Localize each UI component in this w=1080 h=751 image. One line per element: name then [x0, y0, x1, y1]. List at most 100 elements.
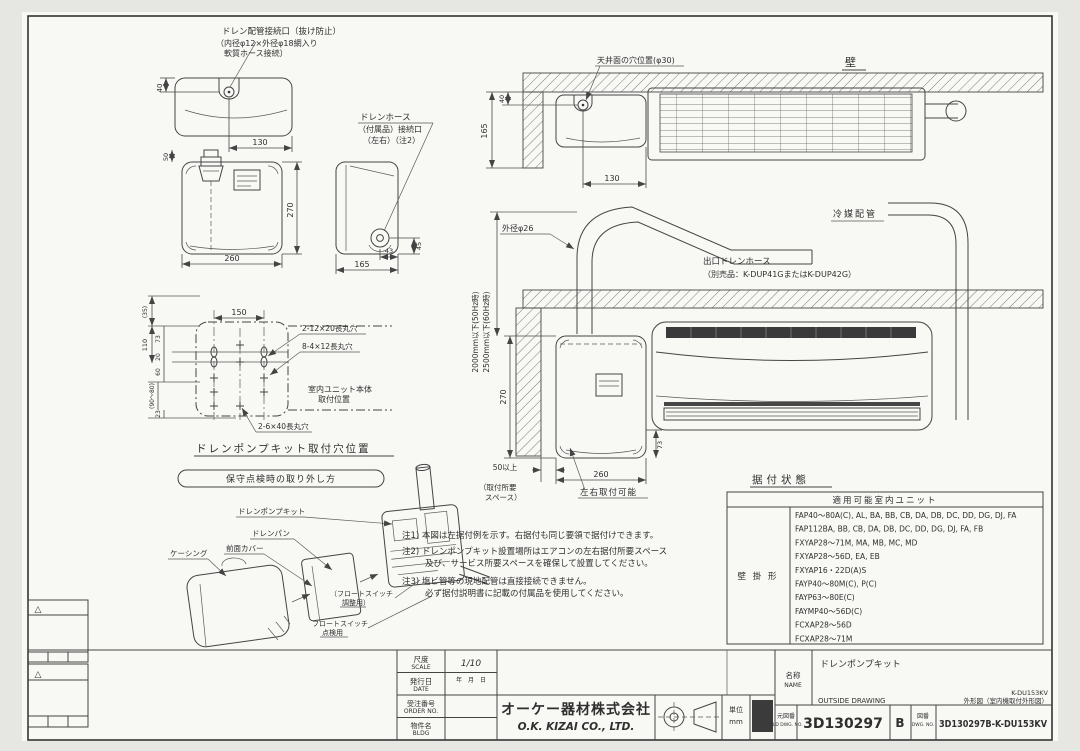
date-label: 発行日 — [410, 676, 433, 686]
dim-side-43: 43 — [385, 247, 393, 255]
model-row: FAP40～80A(C), AL, BA, BB, CB, DA, DB, DC… — [795, 511, 1017, 520]
lift-limit-50hz: 2000mm以下(50Hz時) — [471, 291, 480, 372]
model-row: FAYP63～80E(C) — [795, 593, 855, 602]
dim-ceiling-40: 40 — [498, 95, 506, 103]
label-drain-pump-kit: ドレンポンプキット — [238, 507, 305, 516]
model-row: FCXAP28～56D — [795, 621, 852, 630]
dim-front-270: 270 — [286, 202, 295, 217]
dim-side-165: 165 — [354, 260, 369, 269]
note-3a: 注3) 塩ビ管等の現地配管は直接接続できません。 — [402, 576, 592, 587]
revision-triangle-2: △ — [35, 670, 42, 680]
label-drain-pan: ドレンパン — [252, 529, 290, 538]
old-dwg-no: 3D130297 — [803, 716, 883, 732]
note-3b: 必ず据付説明書に記載の付属品を使用してください。 — [425, 588, 629, 599]
drawing-name: ドレンポンプキット — [820, 659, 901, 670]
model-row: FCXAP28～71M — [795, 634, 852, 643]
dim-20: 20 — [155, 353, 162, 361]
order-no-label: 受注番号 — [407, 699, 435, 708]
table-row-label: 壁 掛 形 — [738, 571, 779, 582]
table-title: 据付状態 — [752, 473, 810, 486]
dim-install-260: 260 — [593, 470, 608, 479]
unit-label: 単位 — [729, 705, 743, 714]
label-float-switch-a2: 調整用） — [342, 598, 370, 607]
note-2b: 及び、サービス所要スペースを確保して設置してください。 — [425, 558, 653, 569]
indoor-unit-position-line1: 室内ユニット本体 — [308, 384, 372, 394]
title-block: 尺度 SCALE 1/10 発行日 DATE 年 月 日 受注番号 ORDER … — [28, 649, 1052, 740]
dim-60: 60 — [155, 368, 162, 376]
label-front-cover: 前面カバー — [226, 543, 264, 553]
hole-marks — [210, 341, 268, 410]
pump-front-view: 50 270 260 — [162, 149, 302, 268]
dim-110: 110 — [141, 339, 149, 351]
model-row: FAYP40～80M(C), P(C) — [795, 580, 877, 589]
dwg-no-label-en: DWG. NO. — [912, 722, 934, 728]
drawing-frame — [27, 15, 1053, 741]
lift-limit-60hz: 2500mm以下(60Hz時) — [482, 291, 491, 372]
hole-callout-a: 2-12×20長丸穴 — [302, 323, 358, 333]
model-row: FXYAP28～56D, EA, EB — [795, 552, 880, 561]
drain-port-note-line2: （内径φ12×外径φ18網入り — [216, 38, 318, 48]
drain-port-note-line1: ドレン配管接続口（抜け防止） — [222, 26, 341, 37]
drawing-type-jp: 外形図（室内機取付外形図） — [964, 696, 1049, 705]
exploded-view: 保守点検時の取り外し方 ドレンポンプキット ドレンパン 前面カバー — [168, 463, 490, 648]
model-row: FAYMP40～56D(C) — [795, 607, 862, 616]
dwg-no-label: 図番 — [917, 713, 929, 720]
label-float-switch-b2: 点検用 — [322, 628, 343, 637]
hole-callout-c: 2-6×40長丸穴 — [258, 421, 309, 431]
applicable-units-table: 据付状態 適用可能室内ユニット 壁 掛 形 FAP40～80A(C), AL, … — [726, 473, 1044, 645]
model-list: FAP40～80A(C), AL, BA, BB, CB, DA, DB, DC… — [795, 511, 1017, 643]
revision-triangle-1: △ — [35, 605, 42, 615]
mounting-hole-diagram: 150 (35) 110 73 20 60 (90～80) 23 2-12×20… — [141, 295, 394, 457]
ceiling-hole-note: 天井面の穴位置(φ30) — [597, 55, 675, 65]
scale-value: 1/10 — [461, 659, 481, 669]
company-name-jp: オーケー器材株式会社 — [501, 701, 651, 718]
label-float-switch-b1: フロートスイッチ — [312, 620, 368, 628]
exploded-title: 保守点検時の取り外し方 — [226, 473, 336, 485]
model-row: FXYAP16・22D(A)S — [795, 566, 866, 575]
lr-mount-note: 左右取付可能 — [580, 487, 637, 498]
dim-install-73: 73 — [656, 441, 664, 449]
dim-top-40: 40 — [156, 84, 164, 93]
dim-install-270: 270 — [499, 389, 508, 404]
dim-150: 150 — [231, 308, 246, 317]
indoor-unit-position-line2: 取付位置 — [318, 394, 350, 404]
bldg-label-en: BLDG — [413, 730, 430, 737]
model-row: FAP112BA, BB, CB, DA, DB, DC, DD, DG, DJ… — [795, 525, 983, 534]
stamp-cell — [752, 700, 773, 732]
space-note-line2: スペース） — [485, 493, 522, 502]
dim-front-50: 50 — [162, 153, 170, 161]
outlet-hose-label2: （別売品：K-DUP41GまたはK-DUP42G） — [703, 269, 856, 279]
hose-label-line1: ドレンホース — [360, 113, 411, 123]
hose-label-line2: （付属品）接続口 — [358, 124, 422, 134]
wall-label: 壁 — [845, 55, 858, 69]
label-float-switch-a1: （フロートスイッチ — [330, 590, 393, 598]
hole-callout-b: 8-4×12長丸穴 — [302, 341, 353, 351]
dim-73: 73 — [155, 335, 162, 343]
label-casing: ケーシング — [170, 548, 208, 558]
outlet-hose-label1: 出口ドレンホース — [703, 256, 771, 267]
refrigerant-pipe-label: 冷媒配管 — [833, 208, 877, 220]
dim-23: 23 — [155, 410, 162, 418]
company-name-en: O.K. KIZAI CO., LTD. — [518, 721, 635, 733]
dwg-no: 3D130297B-K-DU153KV — [939, 719, 1047, 730]
ceiling-plan-view: 壁 天井面の穴位置(φ30) 165 40 130 — [480, 55, 1044, 188]
order-no-label-en: ORDER NO. — [404, 708, 438, 715]
drain-port-note-line3: 軟質ホース接続） — [216, 48, 288, 58]
revision-letter: B — [895, 716, 904, 730]
date-label-en: DATE — [413, 686, 429, 693]
notes: 注1) 本図は左据付例を示す。右据付も同じ要領で据付けできます。 注2) ドレン… — [402, 530, 667, 599]
hole-diagram-title: ドレンポンプキット取付穴位置 — [196, 442, 371, 455]
dim-90-80: (90～80) — [149, 383, 156, 409]
unit-value: mm — [729, 718, 743, 726]
dim-top-130: 130 — [252, 138, 267, 147]
scale-label: 尺度 — [414, 654, 429, 664]
hose-od-label: 外径φ26 — [502, 223, 533, 233]
table-header: 適用可能室内ユニット — [832, 495, 937, 506]
dim-ceiling-165: 165 — [480, 123, 489, 138]
name-label-en: NAME — [784, 682, 802, 689]
pump-side-view: ドレンホース （付属品）接続口 （左右）（注2） 43 45 165 — [335, 113, 434, 274]
old-dwg-label: 元図番 — [777, 713, 795, 720]
dim-side-45: 45 — [415, 242, 423, 250]
